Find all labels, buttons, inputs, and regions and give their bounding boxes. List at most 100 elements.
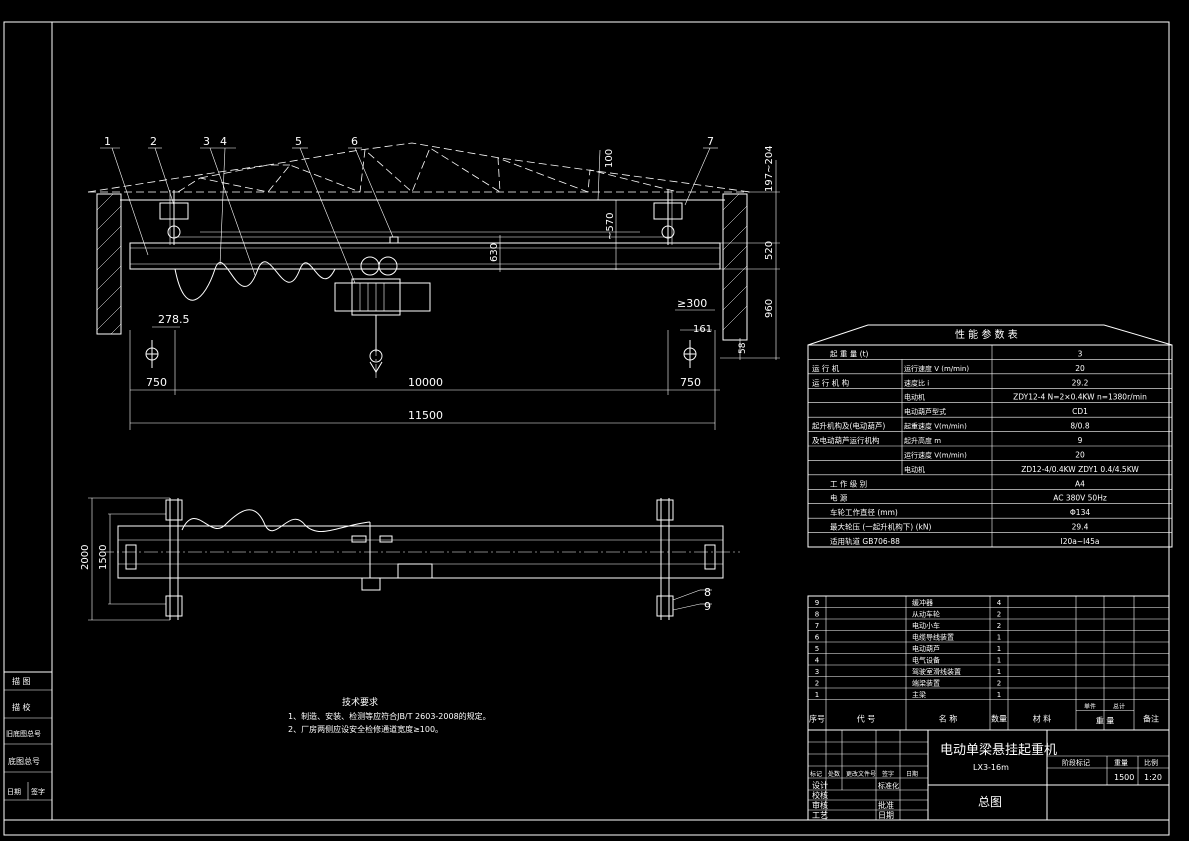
bom-header: 备注: [1143, 714, 1159, 724]
bom-name: 缓冲器: [912, 598, 933, 607]
right-end-carriage: [653, 190, 683, 245]
tech-item-1: 1、制造、安装、检测等应符合JB/T 2603-2008的规定。: [288, 711, 491, 721]
param-value: I20a~I45a: [1061, 537, 1100, 546]
plan-view: 2000 1500 8 9: [80, 497, 740, 621]
param-sublabel: 速度比 i: [904, 378, 929, 387]
scale-value: 1:20: [1144, 773, 1162, 782]
bom-qty: 2: [997, 622, 1001, 630]
inner-frame: [51, 21, 1170, 821]
tech-item-2: 2、厂房两侧应设安全检修通道宽度≥100。: [288, 724, 443, 734]
param-sublabel: 起重速度 V(m/min): [904, 422, 967, 431]
product-name: 电动单梁悬挂起重机: [940, 742, 1057, 758]
param-label: 工 作 级 别: [830, 478, 867, 488]
role-check: 校核: [812, 790, 828, 800]
bom-no: 7: [815, 622, 819, 630]
param-value: A4: [1075, 479, 1085, 488]
callout-1: 1: [104, 135, 111, 148]
bom-no: 6: [815, 634, 820, 642]
param-label: 起升机构及(电动葫芦): [812, 421, 885, 431]
electric-hoist: [334, 256, 431, 380]
param-label: 运 行 机 构: [812, 377, 850, 387]
bom-no: 5: [815, 645, 819, 653]
rev-label-2: 处数: [828, 770, 840, 778]
dim-h-top: 197~204: [764, 145, 775, 192]
callout-5: 5: [295, 135, 302, 148]
bom-header: 序号: [809, 714, 825, 724]
bom-name: 电动葫芦: [912, 644, 940, 653]
callout-9: 9: [704, 600, 711, 613]
weight-value: 1500: [1114, 773, 1134, 782]
bom-no: 4: [815, 657, 820, 665]
dim-h-mid: 520: [764, 241, 775, 260]
side-block: 描 图 描 校 旧底图总号 底图总号 日期 签字: [3, 671, 53, 821]
dim-plan-inner: 1500: [98, 545, 109, 570]
bom-qty: 4: [997, 599, 1002, 607]
weight-label: 重量: [1114, 759, 1128, 767]
dim-right-end: 750: [680, 376, 701, 389]
bom-name: 端梁装置: [912, 679, 940, 688]
side-date: 日期: [7, 788, 21, 796]
param-value: 20: [1075, 450, 1085, 459]
dim-wall: 58: [738, 342, 748, 354]
role-review: 审核: [812, 800, 828, 810]
side-base-no: 底图总号: [8, 756, 40, 766]
bom-qty: 2: [997, 611, 1001, 619]
bom-no: 1: [815, 691, 819, 699]
bom-qty: 1: [997, 657, 1001, 665]
bom-name: 驾驶室滑线装置: [912, 667, 961, 676]
side-proof: 描 校: [12, 702, 31, 712]
param-label: 电 源: [830, 493, 848, 503]
role-date: 日期: [878, 811, 894, 820]
dim-overall: 11500: [408, 409, 443, 422]
param-value: AC 380V 50Hz: [1053, 494, 1107, 503]
bom-header: 数量: [991, 714, 1007, 724]
callout-2: 2: [150, 135, 157, 148]
dim-offset-left: 278.5: [158, 313, 190, 326]
param-label: 及电动葫芦运行机构: [812, 435, 880, 445]
left-wall: [96, 193, 122, 335]
role-process: 工艺: [812, 811, 828, 820]
dim-rail-gap: 100: [604, 149, 615, 168]
bom-header-weight: 重 量: [1096, 716, 1115, 726]
param-value: 8/0.8: [1070, 422, 1089, 431]
rev-label-3: 更改文件号: [846, 770, 876, 778]
bom-no: 3: [815, 668, 819, 676]
dim-h-low: 960: [764, 299, 775, 318]
callout-4: 4: [220, 135, 227, 148]
bom-qty: 1: [997, 691, 1001, 699]
role-design: 设计: [812, 780, 828, 790]
param-value: 3: [1078, 349, 1083, 358]
stage-label: 阶段标记: [1062, 758, 1090, 767]
param-label: 适用轨道 GB706-88: [830, 536, 900, 546]
param-value: ZD12-4/0.4KW ZDY1 0.4/4.5KW: [1021, 465, 1139, 474]
role-std: 标准化: [878, 781, 899, 790]
param-value: ZDY12-4 N=2×0.4KW n=1380r/min: [1013, 393, 1147, 402]
param-value: Φ134: [1070, 508, 1090, 517]
bom-name: 电动小车: [912, 621, 940, 630]
callout-7: 7: [707, 135, 714, 148]
param-label: 运 行 机: [812, 363, 840, 373]
side-sign: 签字: [31, 787, 45, 796]
param-sublabel: 电动机: [904, 465, 925, 474]
bom-header: 材 料: [1033, 714, 1052, 724]
param-value: CD1: [1072, 407, 1088, 416]
bom-name: 从动车轮: [912, 610, 940, 619]
rev-label-4: 签字: [882, 770, 894, 778]
callout-6: 6: [351, 135, 358, 148]
bom-qty: 1: [997, 645, 1001, 653]
bom-header-unit: 单件: [1084, 703, 1096, 711]
param-sublabel: 运行速度 V(m/min): [904, 450, 967, 459]
dim-plan-outer: 2000: [80, 545, 91, 570]
bom-name: 主梁: [912, 690, 926, 699]
bom-header: 名 称: [939, 714, 958, 724]
bom-qty: 2: [997, 680, 1001, 688]
product-model: LX3-16m: [973, 763, 1009, 772]
role-approve: 批准: [878, 800, 894, 810]
param-label: 车轮工作直径 (mm): [830, 507, 898, 517]
rev-label-5: 日期: [906, 770, 918, 778]
title-block: 电动单梁悬挂起重机 LX3-16m 总图 阶段标记 重量 比例 1500 1:2…: [807, 729, 1170, 821]
bom-qty: 1: [997, 634, 1001, 642]
params-table: 起 重 量 (t)3运 行 机运行速度 V (m/min)20运 行 机 构速度…: [807, 324, 1173, 548]
scale-label: 比例: [1144, 758, 1158, 767]
